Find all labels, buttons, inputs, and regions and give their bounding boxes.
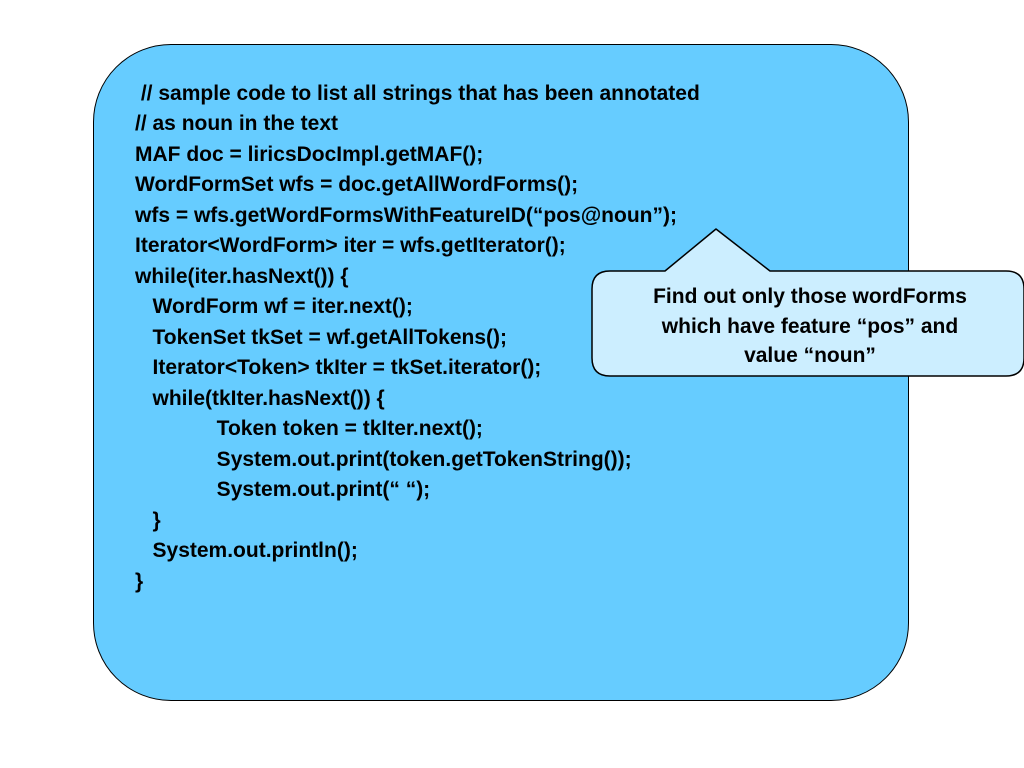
- code-line: Iterator<WordForm> iter = wfs.getIterato…: [135, 234, 566, 257]
- code-line: while(iter.hasNext()) {: [135, 265, 349, 288]
- callout-line: which have feature “pos” and: [661, 314, 959, 338]
- code-line: // sample code to list all strings that …: [135, 82, 700, 105]
- code-line: System.out.println();: [135, 539, 358, 562]
- code-line: WordForm wf = iter.next();: [135, 295, 413, 318]
- code-line: System.out.print(“ “);: [135, 478, 431, 501]
- code-line: wfs = wfs.getWordFormsWithFeatureID(“pos…: [135, 204, 677, 227]
- callout-shape: [591, 228, 1024, 377]
- code-line: MAF doc = liricsDocImpl.getMAF();: [135, 143, 484, 166]
- code-line: WordFormSet wfs = doc.getAllWordForms();: [135, 173, 579, 196]
- callout-text: Find out only those wordForms which have…: [596, 282, 1024, 371]
- code-line: TokenSet tkSet = wf.getAllTokens();: [135, 326, 508, 349]
- code-line: }: [135, 570, 144, 593]
- code-line: // as noun in the text: [135, 112, 339, 135]
- code-line: System.out.print(token.getTokenString())…: [135, 448, 632, 471]
- code-line: while(tkIter.hasNext()) {: [135, 387, 385, 410]
- code-line: Token token = tkIter.next();: [135, 417, 483, 440]
- code-line: }: [135, 509, 161, 532]
- callout-line: Find out only those wordForms: [653, 285, 967, 308]
- code-line: Iterator<Token> tkIter = tkSet.iterator(…: [135, 356, 542, 379]
- callout-line: value “noun”: [744, 344, 876, 367]
